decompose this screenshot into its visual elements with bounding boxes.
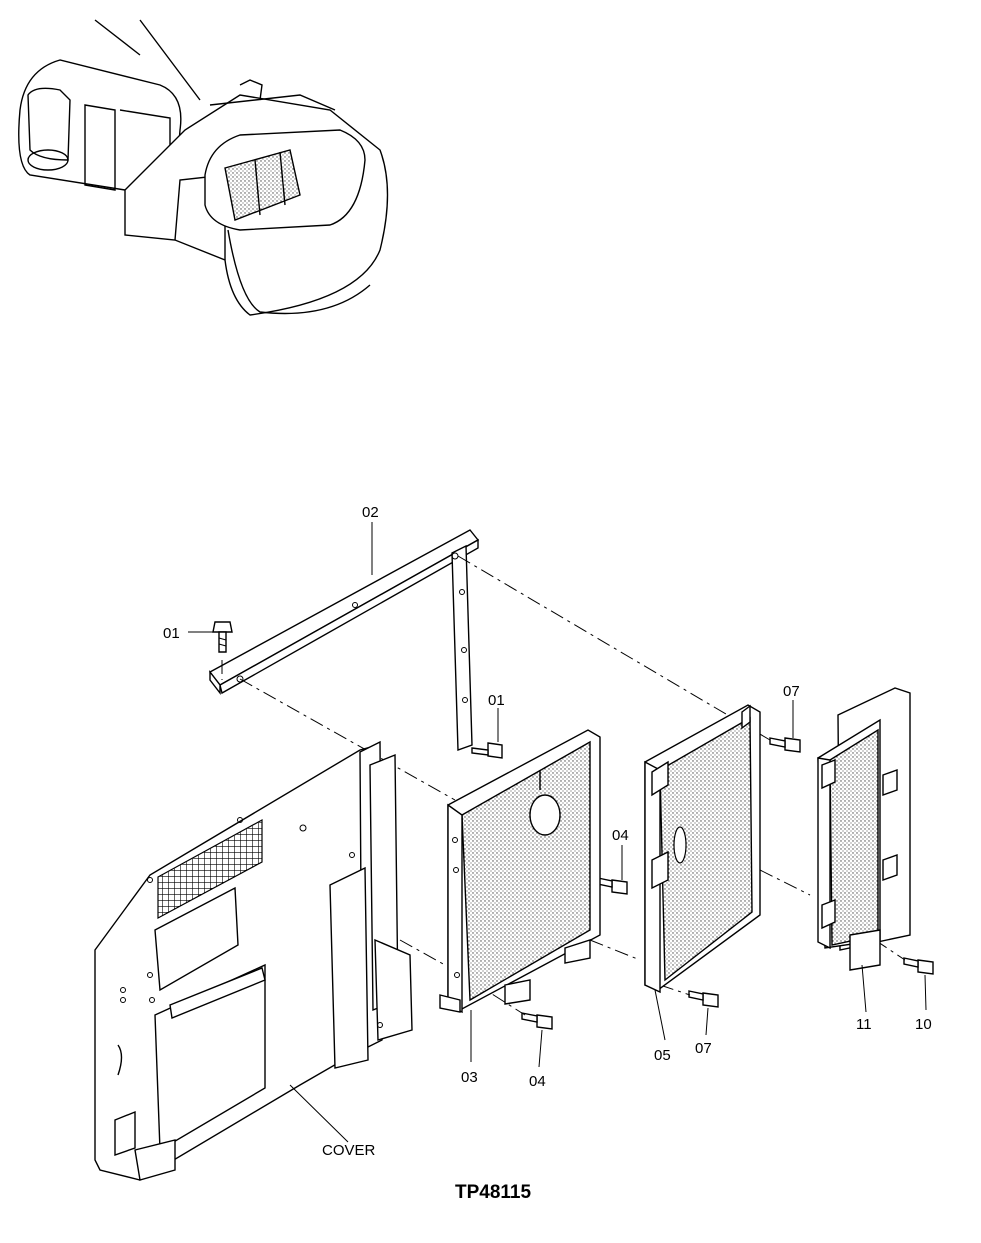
bolt-01-mid xyxy=(471,742,503,759)
label-part-02: 02 xyxy=(362,504,379,521)
label-cover: COVER xyxy=(322,1142,376,1159)
bolt-07-low xyxy=(688,990,719,1008)
label-part-05: 05 xyxy=(654,1047,671,1064)
label-part-04-low: 04 xyxy=(529,1073,546,1090)
bolt-04-mid xyxy=(597,877,628,895)
bolt-04-low xyxy=(521,1012,553,1030)
controller-05 xyxy=(644,704,761,994)
controller-11 xyxy=(817,687,911,971)
label-part-07-top: 07 xyxy=(783,683,800,700)
drawing-id: TP48115 xyxy=(455,1182,531,1203)
cover-panel xyxy=(94,740,413,1181)
label-part-01-mid: 01 xyxy=(488,692,505,709)
label-part-03: 03 xyxy=(461,1069,478,1086)
label-part-01-top: 01 xyxy=(163,625,180,642)
bolt-01-top xyxy=(212,621,233,653)
controller-03 xyxy=(439,729,601,1014)
leader-lines xyxy=(188,522,927,1143)
excavator-overview xyxy=(18,19,389,316)
label-part-04-mid: 04 xyxy=(612,827,629,844)
bolt-07-top xyxy=(769,737,801,753)
assembly-lines xyxy=(221,555,906,1016)
part-labels: 02 01 01 07 04 03 04 05 07 11 10 COVER xyxy=(163,504,932,1159)
label-part-11: 11 xyxy=(856,1016,872,1033)
bracket-02 xyxy=(208,529,480,751)
label-part-07-low: 07 xyxy=(695,1040,712,1057)
bolt-10 xyxy=(903,957,934,975)
label-part-10: 10 xyxy=(915,1016,932,1033)
